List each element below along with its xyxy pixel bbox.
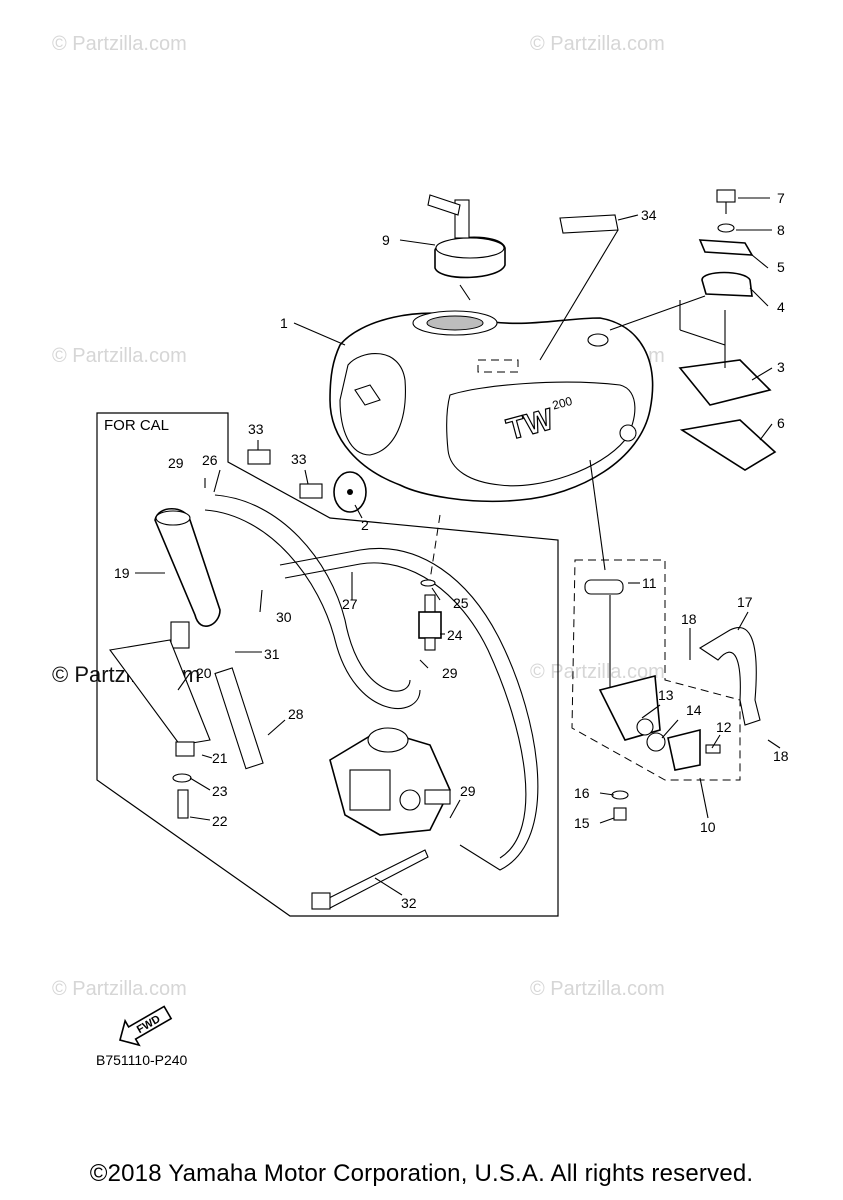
watermark: © Partzilla.com xyxy=(530,978,665,1000)
fuel-tank: TW 200 xyxy=(329,310,654,503)
callout-25: 25 xyxy=(453,595,469,611)
watermark: © Partzilla.com xyxy=(52,978,187,1000)
callout-7: 7 xyxy=(777,190,785,206)
callout-19: 19 xyxy=(114,565,130,581)
hoses xyxy=(204,494,761,871)
for-cal-box xyxy=(96,412,559,917)
callout-9: 9 xyxy=(382,232,390,248)
fwd-label: FWD xyxy=(135,1013,163,1036)
callout-11: 11 xyxy=(642,575,657,591)
callout-27: 27 xyxy=(342,596,358,612)
watermark: © Partzilla.com xyxy=(52,33,187,55)
callout-5: 5 xyxy=(777,259,785,275)
callout-numbers: 1 2 3 4 5 6 7 8 9 10 11 12 13 14 15 16 1… xyxy=(114,190,789,911)
callout-4: 4 xyxy=(777,299,785,315)
callout-33: 33 xyxy=(248,421,264,437)
callout-34: 34 xyxy=(641,207,657,223)
mounting-hardware xyxy=(678,189,777,471)
callout-26: 26 xyxy=(202,452,218,468)
callout-22: 22 xyxy=(212,813,228,829)
watermark: © Partzilla.com xyxy=(52,345,187,367)
callout-13: 13 xyxy=(658,687,674,703)
callout-29: 29 xyxy=(460,783,476,799)
callout-30: 30 xyxy=(276,609,292,625)
callout-20: 20 xyxy=(196,665,212,681)
damper-and-pads xyxy=(247,449,367,513)
callout-17: 17 xyxy=(737,594,753,610)
canister xyxy=(109,507,221,819)
callout-6: 6 xyxy=(777,415,785,431)
fuel-filter xyxy=(418,579,442,651)
callout-10: 10 xyxy=(700,819,716,835)
callout-32: 32 xyxy=(401,895,417,911)
copyright-notice: ©2018 Yamaha Motor Corporation, U.S.A. A… xyxy=(89,1160,754,1187)
callout-29: 29 xyxy=(168,455,184,471)
reference-code: B751110-P240 xyxy=(96,1052,188,1068)
for-cal-label: FOR CAL xyxy=(104,417,170,434)
callout-2: 2 xyxy=(361,517,369,533)
callout-29: 29 xyxy=(442,665,458,681)
carburetor xyxy=(329,727,451,836)
callout-21: 21 xyxy=(212,750,228,766)
callout-28: 28 xyxy=(288,706,304,722)
label-sticker xyxy=(559,214,619,234)
fwd-arrow-icon: FWD xyxy=(119,1005,173,1047)
callout-3: 3 xyxy=(777,359,785,375)
callout-16: 16 xyxy=(574,785,590,801)
callout-24: 24 xyxy=(447,627,463,643)
callout-18: 18 xyxy=(773,748,789,764)
watermarks: © Partzilla.com © Partzilla.com © Partzi… xyxy=(52,33,665,1000)
leader-lines xyxy=(135,197,781,896)
callout-14: 14 xyxy=(686,702,702,718)
callout-12: 12 xyxy=(716,719,732,735)
callout-8: 8 xyxy=(777,222,785,238)
callout-1: 1 xyxy=(280,315,288,331)
callout-33: 33 xyxy=(291,451,307,467)
callout-31: 31 xyxy=(264,646,280,662)
callout-18: 18 xyxy=(681,611,697,627)
watermark: © Partzilla.com xyxy=(530,661,665,683)
watermark: © Partzilla.com xyxy=(530,33,665,55)
tank-emblem-sub: 200 xyxy=(551,394,574,413)
callout-23: 23 xyxy=(212,783,228,799)
fuel-cap xyxy=(427,194,506,279)
fuel-cock-assembly xyxy=(571,559,741,821)
callout-15: 15 xyxy=(574,815,590,831)
